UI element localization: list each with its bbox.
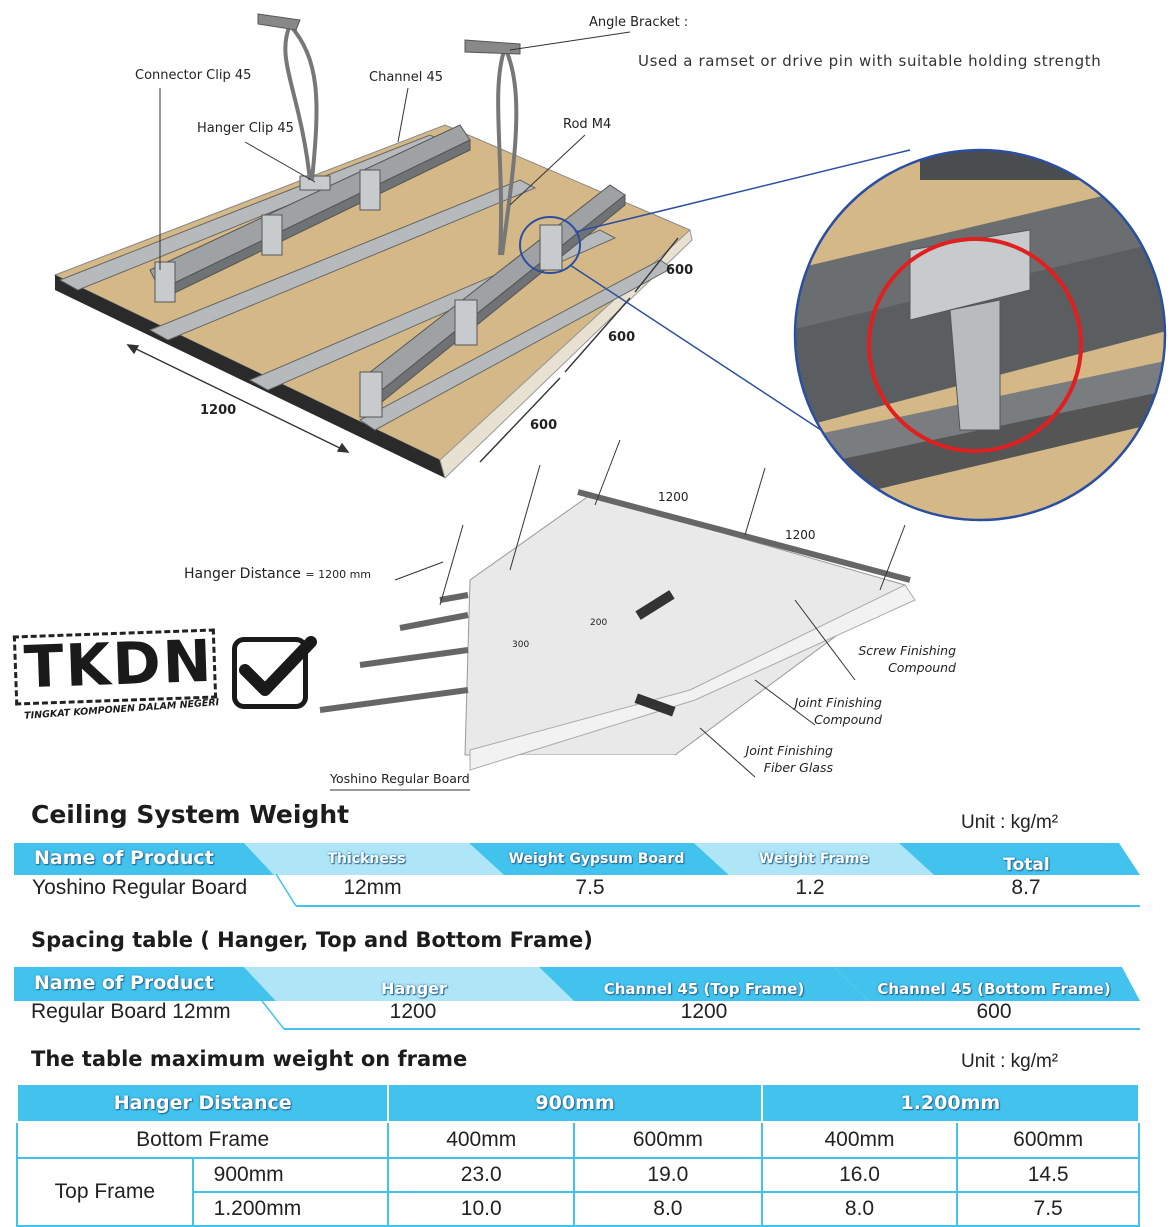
mx-h-hanger-distance: Hanger Distance [15,1083,390,1123]
rod-label: Rod M4 [563,117,612,132]
spacing-h-bottom: Channel 45 (Bottom Frame) [877,980,1111,998]
weight-h-thickness: Thickness [327,851,406,867]
screw-finishing-text: Screw Finishing [858,643,956,658]
mx-row-1200-v4: 7.5 [956,1191,1140,1227]
board-panel [464,494,916,800]
weight-title: Ceiling System Weight [31,800,350,829]
tkdn-mark: TKDN [22,626,215,702]
mx-row-1200-label: 1.200mm [191,1191,390,1227]
hanger-distance-value: = 1200 mm [305,568,371,581]
mx-bottom-600-b: 600mm [956,1121,1140,1159]
dim-1200: 1200 [200,403,237,418]
joint-finishing-label: Joint Finishing Compound [786,694,882,728]
maxweight-table: Hanger Distance 900mm 1.200mm Bottom Fra… [15,1083,1141,1227]
mx-row-900-v3: 16.0 [760,1157,959,1193]
yoshino-label: Yoshino Regular Board [330,771,470,786]
spacing-cell-hanger: 1200 [389,1000,437,1023]
mx-bottom-400-b: 400mm [760,1121,959,1159]
weight-cell-frame: 1.2 [795,876,825,899]
mx-row-900-v2: 19.0 [573,1157,763,1193]
mx-row-900-label: 900mm [191,1157,390,1193]
joint-fiber-label: Joint Finishing Fiber Glass [735,742,833,776]
frame-lines [319,489,911,713]
board-edge [55,275,445,478]
weight-cell-product: Yoshino Regular Board [32,876,248,899]
weight-cell-thickness: 12mm [343,876,402,899]
mx-top-frame-label: Top Frame [16,1157,194,1227]
spacing-cell-product: Regular Board 12mm [31,1000,231,1023]
dim-600-b: 600 [608,330,636,345]
weight-h-total: Total [1003,855,1050,875]
weight-h-product: Name of Product [34,847,214,869]
top-1200-a: 1200 [658,490,689,504]
mx-bottom-600-a: 600mm [573,1121,763,1159]
mx-h-900: 900mm [387,1083,763,1123]
mx-row-1200-v3: 8.0 [760,1191,959,1227]
dim-600-c: 600 [530,418,558,433]
spacing-h-product: Name of Product [34,972,214,994]
spacing-h-hanger: Hanger [381,979,447,998]
angle-bracket-label: Angle Bracket : [589,15,689,30]
weight-row: Yoshino Regular Board 12mm 7.5 1.2 8.7 [0,876,1173,906]
spacing-cell-top: 1200 [680,1000,728,1023]
hanger-distance-label: Hanger Distance = 1200 mm [184,566,371,582]
mx-row-1200-v2: 8.0 [573,1191,763,1227]
hanger-distance-text: Hanger Distance [184,566,301,582]
spacing-header-band: Name of Product Hanger Channel 45 (Top F… [14,967,1140,1001]
top-channels [149,124,626,412]
mx-bottom-frame-label: Bottom Frame [15,1121,390,1159]
weight-cell-gypsum: 7.5 [575,876,605,899]
hanger-clip-label: Hanger Clip 45 [197,121,294,136]
angle-bracket-note: Used a ramset or drive pin with suitable… [638,52,1102,70]
mx-bottom-400-a: 400mm [387,1121,576,1159]
connector-clip-label: Connector Clip 45 [135,68,252,83]
fiber-glass-text: Fiber Glass [763,760,833,775]
maxweight-title: The table maximum weight on frame [31,1047,468,1071]
top-1200-b: 1200 [785,528,816,542]
spacing-cell-bottom: 600 [976,1000,1012,1023]
dim-600-a: 600 [666,263,694,278]
spacing-title: Spacing table ( Hanger, Top and Bottom F… [31,928,593,952]
weight-row-divider [275,874,1140,907]
ceiling-frame-diagram [53,13,1167,800]
zoom-highlight-ring [867,237,1083,453]
screw-finishing-label: Screw Finishing Compound [858,642,956,676]
spacing-h-top: Channel 45 (Top Frame) [603,980,805,998]
dim-200: 200 [590,618,608,628]
checkmark-icon [239,636,317,696]
spacing-row-divider [261,1001,1140,1030]
weight-h-frame: Weight Frame [759,851,869,867]
spacing-row: Regular Board 12mm 1200 1200 600 [0,1000,1173,1030]
maxweight-unit: Unit : kg/m² [961,1051,1059,1072]
mx-row-900-v4: 14.5 [956,1157,1140,1193]
mx-h-1200: 1.200mm [760,1083,1141,1123]
weight-cell-total: 8.7 [1011,876,1041,899]
hanger-rods [283,23,519,256]
joint-finishing-text: Joint Finishing [794,695,882,710]
joint-compound-text: Compound [814,712,882,727]
weight-h-gypsum: Weight Gypsum Board [508,851,685,867]
checkbox-checked-icon [232,636,317,709]
mx-row-900-v1: 23.0 [387,1157,576,1193]
weight-unit: Unit : kg/m² [961,812,1059,833]
mx-row-1200-v1: 10.0 [387,1191,576,1227]
hanger-clips [154,169,563,418]
dim-300: 300 [512,640,530,650]
joint-finishing-2-text: Joint Finishing [745,743,833,758]
screw-compound-text: Compound [888,660,956,675]
weight-header-band: Name of Product Thickness Weight Gypsum … [14,843,1140,875]
tkdn-logo: TKDN TINGKAT KOMPONEN DALAM NEGERI [12,627,220,722]
zoom-detail [795,150,1165,520]
channel-label: Channel 45 [369,70,444,85]
